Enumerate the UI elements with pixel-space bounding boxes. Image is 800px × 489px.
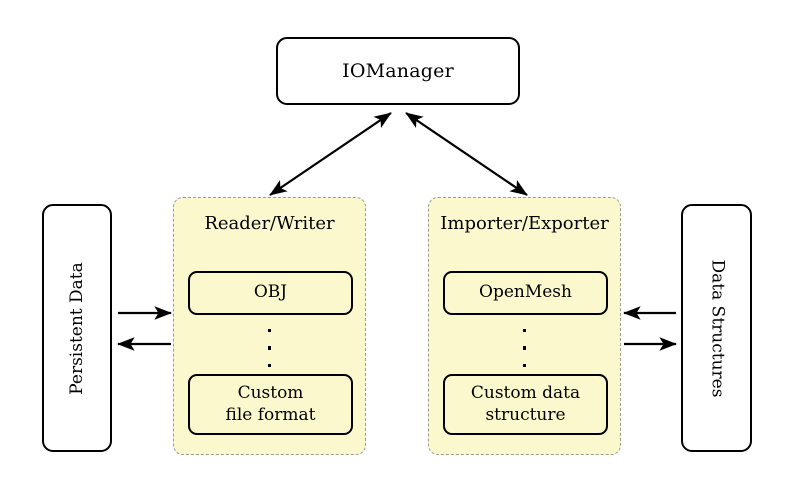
reader-writer-ellipsis [174, 329, 365, 367]
arrow-manager-readerwriter [269, 112, 392, 196]
item-label: OpenMesh [479, 282, 572, 303]
item-label: file format [225, 404, 316, 425]
importer-exporter-panel-title: Importer/Exporter [440, 213, 609, 234]
ellipsis-dot [522, 346, 527, 350]
arrow-manager-importerexporter [405, 112, 528, 196]
data-structures-node[interactable]: Data Structures [681, 204, 752, 452]
ellipsis-dot [522, 329, 527, 333]
reader-writer-item-custom-file-format[interactable]: Custom file format [188, 374, 353, 435]
ellipsis-dot [267, 329, 272, 333]
importer-exporter-ellipsis [429, 329, 620, 367]
io-manager-node[interactable]: IOManager [276, 37, 520, 105]
reader-writer-panel-title: Reader/Writer [204, 213, 335, 234]
persistent-data-node[interactable]: Persistent Data [42, 204, 112, 452]
reader-writer-panel[interactable]: Reader/Writer OBJ Custom file format [173, 197, 366, 455]
data-structures-label: Data Structures [707, 259, 727, 397]
item-label: Custom [237, 383, 304, 404]
item-label: OBJ [253, 282, 288, 303]
reader-writer-item-obj[interactable]: OBJ [188, 271, 353, 315]
ellipsis-dot [267, 363, 272, 367]
ellipsis-dot [522, 363, 527, 367]
importer-exporter-item-openmesh[interactable]: OpenMesh [443, 271, 608, 315]
persistent-data-label: Persistent Data [66, 261, 87, 395]
ellipsis-dot [267, 346, 272, 350]
io-manager-label: IOManager [342, 59, 454, 82]
importer-exporter-panel[interactable]: Importer/Exporter OpenMesh Custom data s… [428, 197, 621, 455]
item-label: structure [485, 404, 566, 425]
item-label: Custom data [470, 383, 581, 404]
importer-exporter-item-custom-data-structure[interactable]: Custom data structure [443, 374, 608, 435]
